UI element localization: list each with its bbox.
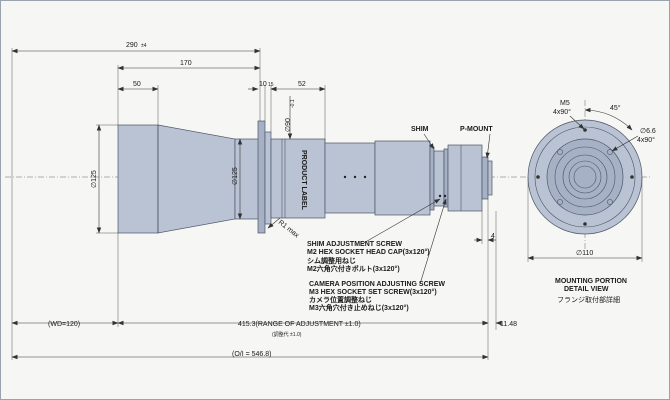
- shim-body: [433, 150, 445, 207]
- flange-step: [264, 131, 272, 225]
- bolt-hole: [557, 149, 563, 155]
- front-barrel: [117, 124, 159, 234]
- detail-m5: M5: [560, 100, 570, 107]
- dim-wd: (WD=120): [48, 321, 80, 328]
- screw-dot: [363, 175, 367, 179]
- m5-hole: [583, 222, 587, 226]
- label-p-mount: P-MOUNT: [460, 126, 493, 133]
- adjust-ring: [374, 140, 431, 216]
- dim-10: 10: [259, 81, 267, 88]
- dim-15: 15: [268, 82, 274, 88]
- bolt-hole: [557, 199, 563, 205]
- dim-52: 52: [298, 81, 306, 88]
- dim-50: 50: [133, 81, 141, 88]
- m5-hole: [630, 175, 634, 179]
- dim-adjustment-jp: (調整代 ±1.0): [272, 331, 302, 338]
- detail-hole-dia: ∅6.6: [640, 128, 656, 135]
- dim-4: 4: [491, 233, 495, 240]
- detail-hole-count: 4x90°: [637, 136, 655, 144]
- detail-title-2: DETAIL VIEW: [564, 286, 609, 293]
- dim-11-48: 11.48: [500, 321, 517, 328]
- shim-screw-jp: シム調整用ねじ: [307, 256, 356, 265]
- bolt-hole: [607, 149, 613, 155]
- label-shim: SHIM: [411, 126, 429, 133]
- camera-screw-jp-spec: M3六角穴付き止めねじ(3x120°): [309, 303, 409, 312]
- p-mount-tip: [487, 160, 493, 196]
- p-mount-flange: [481, 156, 489, 200]
- mid-barrel: [270, 138, 326, 219]
- rear-barrel: [324, 142, 376, 214]
- product-label: PRODUCT LABEL: [300, 150, 307, 211]
- shim-screw-jp-spec: M2六角穴付きボルト(3x120°): [307, 264, 400, 273]
- flange: [257, 120, 266, 234]
- detail-title-jp: フランジ取付部詳細: [557, 295, 620, 304]
- dim-overall-length: 290: [126, 42, 138, 49]
- dim-diameter-90: ∅90: [285, 118, 292, 132]
- dim-diameter-front: ∅125: [91, 170, 98, 188]
- camera-screw-jp: カメラ位置調整ねじ: [309, 295, 372, 304]
- m5-hole: [536, 175, 540, 179]
- tapered-section: [157, 124, 236, 234]
- dim-diameter-mid: ∅125: [232, 167, 239, 185]
- dimension-lines: 290 ±4 170 50 10 15 52 ∅125 ∅125 ∅90 -0.…: [11, 42, 517, 360]
- mounting-detail-view: 45° M5 4x90° ∅6.6 4x90° ∅110 MOUNTING PO…: [520, 100, 656, 304]
- dim-oi: (O/I = 546.8): [232, 351, 272, 358]
- detail-title-1: MOUNTING PORTION: [555, 278, 627, 285]
- camera-screw-title: CAMERA POSITION ADJUSTING SCREW: [309, 281, 445, 288]
- barrel-outer: [546, 138, 624, 216]
- dim-overall-tol: ±4: [141, 43, 147, 49]
- shim-ring: [429, 146, 435, 211]
- shim-edge: [443, 148, 449, 208]
- screw-dot: [343, 175, 347, 179]
- detail-angle: 45°: [610, 104, 621, 112]
- camera-mount: [447, 144, 483, 212]
- bolt-hole: [607, 199, 613, 205]
- screw-dot: [438, 194, 442, 198]
- screw-dot: [443, 194, 447, 198]
- detail-diameter: ∅110: [576, 250, 593, 257]
- dim-170: 170: [180, 60, 192, 67]
- shim-screw-spec: M2 HEX SOCKET HEAD CAP(3x120°): [307, 248, 430, 256]
- detail-m5-count: 4x90°: [553, 108, 571, 116]
- dim-diameter-90-tol: -0.1: [290, 99, 296, 108]
- dim-radius: R1 max: [277, 219, 301, 240]
- camera-screw-spec: M3 HEX SOCKET SET SCREW(3x120°): [309, 288, 437, 296]
- screw-dot: [353, 175, 357, 179]
- dim-adjustment: 415.3(RANGE OF ADJUSTMENT ±1.0): [238, 321, 361, 328]
- shim-screw-title: SHIM ADJUSTMENT SCREW: [307, 241, 402, 248]
- callouts: SHIM P-MOUNT SHIM ADJUSTMENT SCREW M2 HE…: [307, 126, 493, 312]
